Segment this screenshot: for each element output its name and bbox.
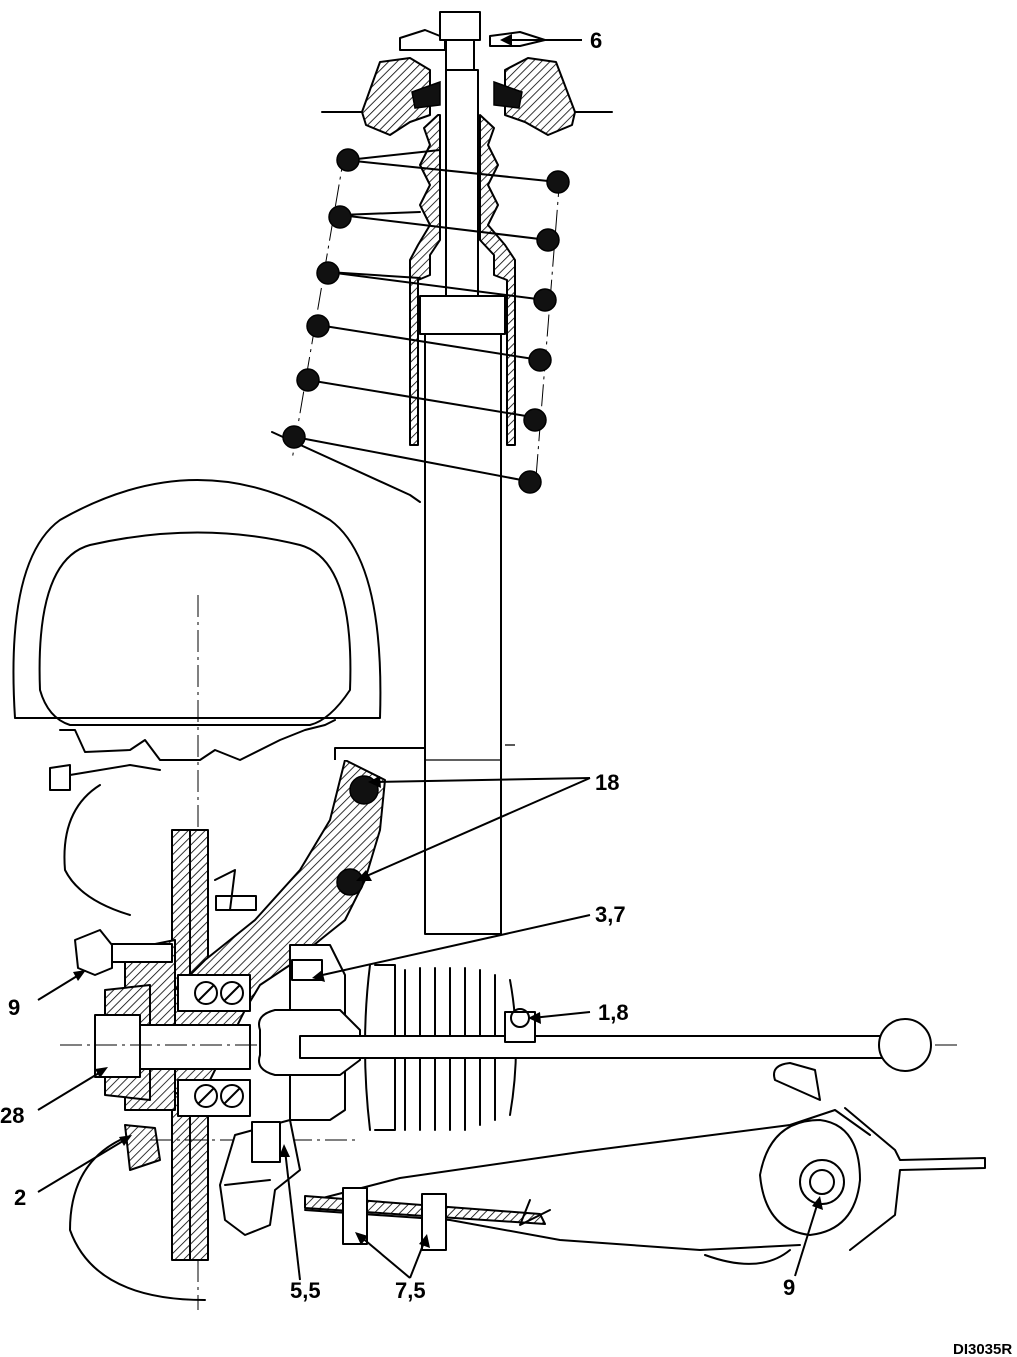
callout-9-right: 9 bbox=[783, 1275, 795, 1300]
leader-75b bbox=[409, 1239, 426, 1279]
callout-9-left: 9 bbox=[8, 995, 20, 1020]
leader-9a bbox=[37, 972, 83, 1001]
dust-boot bbox=[409, 114, 516, 446]
coil-spring bbox=[271, 148, 570, 503]
leader-18a bbox=[371, 777, 591, 783]
callout-labels: 6 18 3,7 1,8 9 28 2 5,5 7,5 9 DI3035R bbox=[0, 28, 1012, 1357]
tie-rod-assembly bbox=[258, 944, 932, 1131]
callout-7-5: 7,5 bbox=[395, 1278, 426, 1303]
leader-28 bbox=[37, 1069, 105, 1111]
callout-6: 6 bbox=[590, 28, 602, 53]
callout-3-7: 3,7 bbox=[595, 902, 626, 927]
leader-9b bbox=[794, 1201, 819, 1277]
wheel-hub bbox=[60, 929, 960, 1171]
lower-control-arm bbox=[219, 1062, 986, 1265]
callout-28: 28 bbox=[0, 1103, 24, 1128]
callout-1-8: 1,8 bbox=[598, 1000, 629, 1025]
callout-2: 2 bbox=[14, 1185, 26, 1210]
figure-reference: DI3035R bbox=[953, 1341, 1012, 1357]
leader-lines bbox=[37, 34, 823, 1281]
leader-2 bbox=[37, 1137, 129, 1193]
leader-18b2 bbox=[531, 1011, 591, 1019]
callout-5-5: 5,5 bbox=[290, 1278, 321, 1303]
callout-18: 18 bbox=[595, 770, 619, 795]
leader-37 bbox=[317, 914, 591, 977]
leader-18b bbox=[361, 777, 591, 879]
leader-55 bbox=[284, 1149, 301, 1281]
leader-75a bbox=[359, 1235, 411, 1279]
